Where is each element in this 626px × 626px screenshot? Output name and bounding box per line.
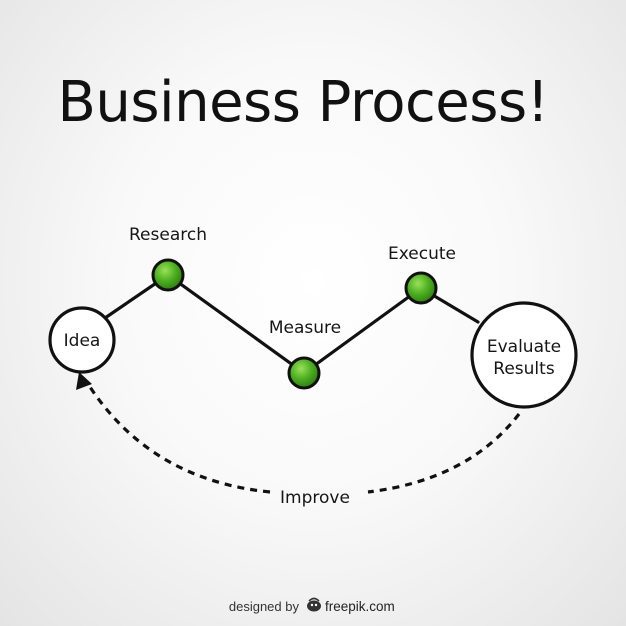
node-evaluate-results: Evaluate Results — [470, 301, 578, 409]
credit-brand: freepik.com — [325, 599, 395, 614]
execute-dot — [404, 271, 438, 305]
research-label: Research — [129, 225, 207, 245]
arrowhead-icon — [76, 372, 92, 390]
measure-dot — [287, 356, 321, 390]
evaluate-label-line2: Results — [493, 359, 555, 379]
improve-loop-arc — [86, 383, 521, 494]
freepik-logo-icon — [307, 597, 321, 612]
credit-prefix: designed by — [229, 599, 300, 614]
research-dot — [151, 258, 185, 292]
execute-label: Execute — [388, 244, 456, 264]
node-measure: Measure — [269, 318, 341, 390]
measure-label: Measure — [269, 318, 341, 338]
node-idea: Idea — [48, 306, 116, 374]
page-title: Business Process! — [57, 70, 548, 135]
idea-label: Idea — [64, 331, 101, 351]
evaluate-label-line1: Evaluate — [487, 337, 561, 357]
improve-label: Improve — [280, 488, 350, 508]
idea-circle — [48, 306, 116, 374]
node-execute: Execute — [388, 244, 456, 305]
node-research: Research — [129, 225, 207, 292]
credit-line: designed by freepik.com — [229, 597, 395, 614]
evaluate-results-circle — [470, 301, 578, 409]
